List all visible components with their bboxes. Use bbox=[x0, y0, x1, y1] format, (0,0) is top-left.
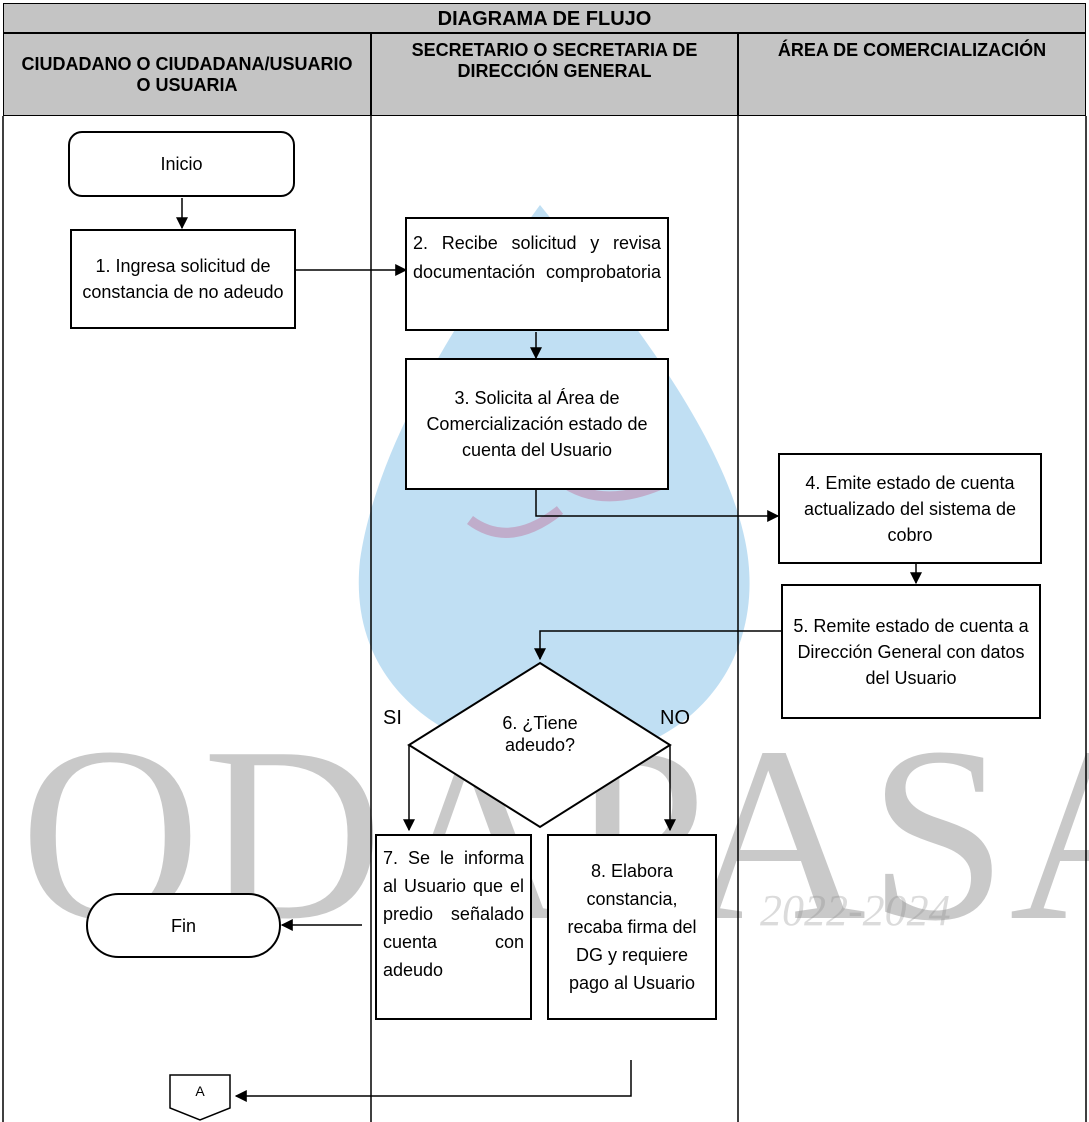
arrow-3-to-4 bbox=[535, 490, 780, 522]
no-label: NO bbox=[660, 707, 690, 729]
start-node: Inicio bbox=[68, 131, 295, 197]
step-1-box: 1. Ingresa solicitud de constancia de no… bbox=[70, 229, 296, 329]
lane-header-secretario: SECRETARIO O SECRETARIA DE DIRECCIÓN GEN… bbox=[371, 33, 738, 116]
step-8-box: 8. Elabora constancia, recaba firma del … bbox=[547, 834, 717, 1020]
step-3-box: 3. Solicita al Área de Comercialización … bbox=[405, 358, 669, 490]
lane-header-ciudadano: CIUDADANO O CIUDADANA/USUARIO O USUARIA bbox=[3, 33, 371, 116]
arrow-5-to-6 bbox=[534, 630, 781, 661]
end-node: Fin bbox=[86, 893, 281, 958]
connector-a-shape bbox=[169, 1074, 231, 1121]
lane-header-comercializacion: ÁREA DE COMERCIALIZACIÓN bbox=[738, 33, 1086, 116]
arrow-8-to-a bbox=[234, 1060, 632, 1102]
step-5-box: 5. Remite estado de cuenta a Dirección G… bbox=[781, 584, 1041, 719]
decision-diamond bbox=[407, 661, 672, 829]
step-7-box: 7. Se le informa al Usuario que el predi… bbox=[375, 834, 532, 1020]
decision-label: 6. ¿Tiene adeudo? bbox=[502, 713, 578, 755]
diagram-title: DIAGRAMA DE FLUJO bbox=[3, 3, 1086, 33]
yes-label: SI bbox=[383, 707, 402, 729]
connector-a-label: A bbox=[195, 1083, 205, 1099]
step-4-box: 4. Emite estado de cuenta actualizado de… bbox=[778, 453, 1042, 564]
step-2-box: 2. Recibe solicitud y revisa documentaci… bbox=[405, 217, 669, 331]
watermark-years: 2022-2024 bbox=[760, 886, 951, 935]
